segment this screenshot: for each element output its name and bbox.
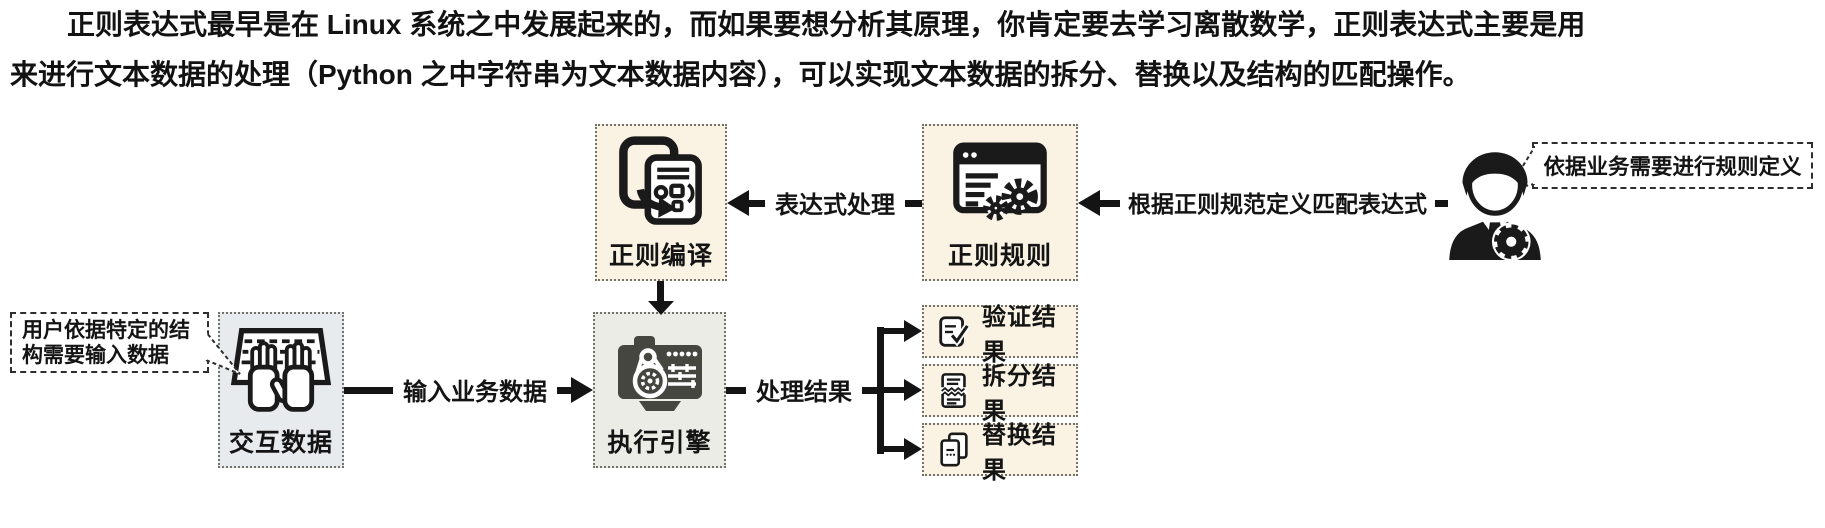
result-label: 替换结果: [982, 421, 1057, 484]
arrowhead-left-icon: [727, 190, 749, 216]
edge-label: 根据正则规范定义匹配表达式: [1128, 191, 1427, 217]
result-box-split: 拆分结果: [922, 363, 1078, 425]
branch-spine-line: [877, 327, 884, 454]
arrow-shaft: [1435, 199, 1448, 207]
arrow-shaft: [726, 386, 746, 394]
arrowhead-down-icon: [648, 301, 674, 315]
edge-processing-result: 处理结果: [726, 375, 884, 406]
arrowhead-right-icon: [571, 377, 593, 403]
node-label: 正则编译: [608, 242, 713, 270]
result-label: 拆分结果: [982, 362, 1057, 425]
intro-line-1: 正则表达式最早是在 Linux 系统之中发展起来的，而如果要想分析其原理，你肯定…: [67, 9, 1586, 40]
node-regex-rules: 正则规则: [922, 124, 1078, 281]
arrow-shaft: [557, 386, 571, 394]
arrow-shaft: [881, 328, 904, 334]
node-interactive-data: 交互数据: [218, 312, 344, 468]
result-box-replace: 替换结果: [922, 422, 1078, 484]
keyboard-hands-icon: [225, 323, 337, 419]
branch-arrow-replace: [881, 436, 922, 462]
arrowhead-right-icon: [904, 320, 922, 342]
callout-text: 依据业务需要进行规则定义: [1543, 155, 1802, 179]
browser-gears-icon: [948, 135, 1052, 225]
edge-expression-processing: 表达式处理: [727, 188, 922, 219]
node-label: 执行引擎: [607, 429, 712, 457]
arrow-shaft: [905, 199, 922, 207]
arrow-shaft: [749, 199, 765, 207]
business-person-icon: [1444, 138, 1546, 262]
arrowhead-left-icon: [1078, 190, 1100, 216]
edge-input-business-data: 输入业务数据: [344, 375, 593, 406]
arrow-shaft: [862, 386, 884, 394]
arrow-shaft: [1100, 199, 1120, 207]
branch-arrow-split: [881, 377, 922, 403]
edge-label: 表达式处理: [775, 191, 895, 219]
intro-line-2: 来进行文本数据的处理（Python 之中字符串为文本数据内容），可以实现文本数据…: [10, 59, 1471, 90]
callout-rule-definition: 依据业务需要进行规则定义: [1532, 142, 1813, 189]
arrowhead-right-icon: [904, 379, 922, 401]
document-check-icon: [935, 313, 973, 351]
arrow-shaft: [344, 386, 393, 394]
down-arrow-shaft: [657, 281, 664, 302]
intro-paragraph: 正则表达式最早是在 Linux 系统之中发展起来的，而如果要想分析其原理，你肯定…: [10, 0, 1700, 100]
node-regex-compile: 正则编译: [595, 124, 727, 281]
node-label: 正则规则: [947, 242, 1052, 270]
documents-convert-icon: [614, 135, 708, 229]
arrow-shaft: [881, 387, 904, 393]
node-execution-engine: 执行引擎: [593, 312, 726, 468]
engine-belt-gear-icon: [609, 323, 711, 423]
node-label: 交互数据: [228, 429, 333, 457]
callout-user-input: 用户依据特定的结构需要输入数据: [10, 312, 209, 373]
arrowhead-right-icon: [904, 438, 922, 460]
document-split-icon: [935, 372, 973, 410]
arrow-shaft: [881, 446, 904, 452]
result-label: 验证结果: [982, 303, 1057, 366]
callout-tail: [204, 329, 244, 378]
result-box-validate: 验证结果: [922, 304, 1078, 366]
branch-arrow-validate: [881, 318, 922, 344]
edge-define-match-expression: 根据正则规范定义匹配表达式: [1078, 188, 1448, 218]
edge-label: 输入业务数据: [403, 378, 547, 406]
document-copy-icon: [935, 431, 973, 469]
edge-label: 处理结果: [756, 378, 852, 406]
